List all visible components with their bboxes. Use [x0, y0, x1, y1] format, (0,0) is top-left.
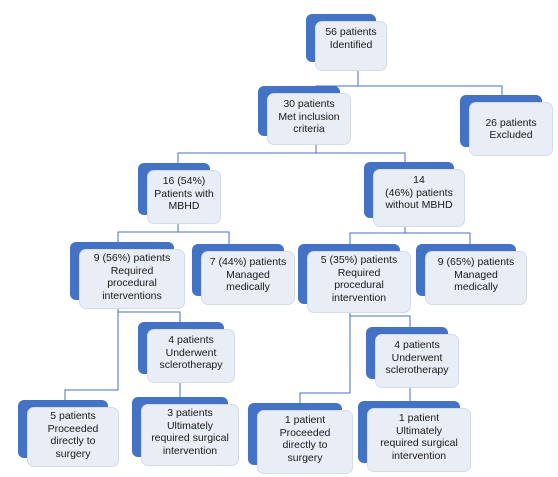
node-without-ultimate-surgery-label: 1 patient Ultimately required surgical i…: [380, 412, 458, 462]
node-with-medical-label: 7 (44%) patients Managed medically: [209, 256, 287, 293]
connector-without-mbhd: [349, 222, 471, 245]
node-with-medical: 7 (44%) patients Managed medically: [192, 244, 294, 304]
node-without-medical-label: 9 (65%) patients Managed medically: [437, 256, 515, 293]
node-with-ultimate-surgery: 3 patients Ultimately required surgical …: [132, 397, 238, 465]
node-identified-label: 56 patients Identified: [325, 26, 377, 51]
node-with-mbhd: 16 (54%) Patients with MBHD: [138, 163, 220, 223]
connector-with-mbhd: [117, 220, 230, 244]
node-with-ultimate-surgery-label: 3 patients Ultimately required surgical …: [151, 407, 229, 457]
node-without-medical: 9 (65%) patients Managed medically: [416, 244, 526, 304]
connector-without-procedural: [299, 308, 411, 405]
node-without-procedural: 5 (35%) patients Required procedural int…: [298, 244, 410, 312]
connector-with-procedural: [64, 305, 181, 402]
node-without-mbhd: 14 (46%) patients without MBHD: [364, 162, 464, 226]
node-with-mbhd-label: 16 (54%) Patients with MBHD: [154, 175, 214, 212]
node-met-inclusion-label: 30 patients Met inclusion criteria: [278, 98, 340, 135]
node-without-procedural-label: 5 (35%) patients Required procedural int…: [320, 254, 398, 304]
node-met-inclusion: 30 patients Met inclusion criteria: [258, 86, 350, 144]
node-with-procedural-label: 9 (56%) patients Required procedural int…: [93, 252, 171, 302]
node-excluded: 26 patients Excluded: [460, 95, 552, 155]
node-without-mbhd-label: 14 (46%) patients without MBHD: [385, 174, 453, 211]
node-with-sclerotherapy-label: 4 patients Underwent sclerotherapy: [159, 334, 223, 371]
node-without-direct-surgery-label: 1 patient Proceeded directly to surgery: [279, 414, 331, 464]
node-without-sclerotherapy-label: 4 patients Underwent sclerotherapy: [385, 339, 449, 376]
node-without-sclerotherapy: 4 patients Underwent sclerotherapy: [366, 327, 458, 387]
node-without-ultimate-surgery: 1 patient Ultimately required surgical i…: [358, 401, 470, 471]
connector-inclusion: [177, 140, 406, 163]
node-with-procedural: 9 (56%) patients Required procedural int…: [70, 242, 184, 308]
node-excluded-label: 26 patients Excluded: [485, 116, 537, 142]
node-with-direct-surgery-label: 5 patients Proceeded directly to surgery: [47, 410, 99, 460]
node-without-direct-surgery: 1 patient Proceeded directly to surgery: [248, 403, 352, 473]
node-with-direct-surgery: 5 patients Proceeded directly to surgery: [18, 400, 118, 466]
node-identified: 56 patients Identified: [306, 14, 386, 70]
node-with-sclerotherapy: 4 patients Underwent sclerotherapy: [138, 322, 234, 382]
